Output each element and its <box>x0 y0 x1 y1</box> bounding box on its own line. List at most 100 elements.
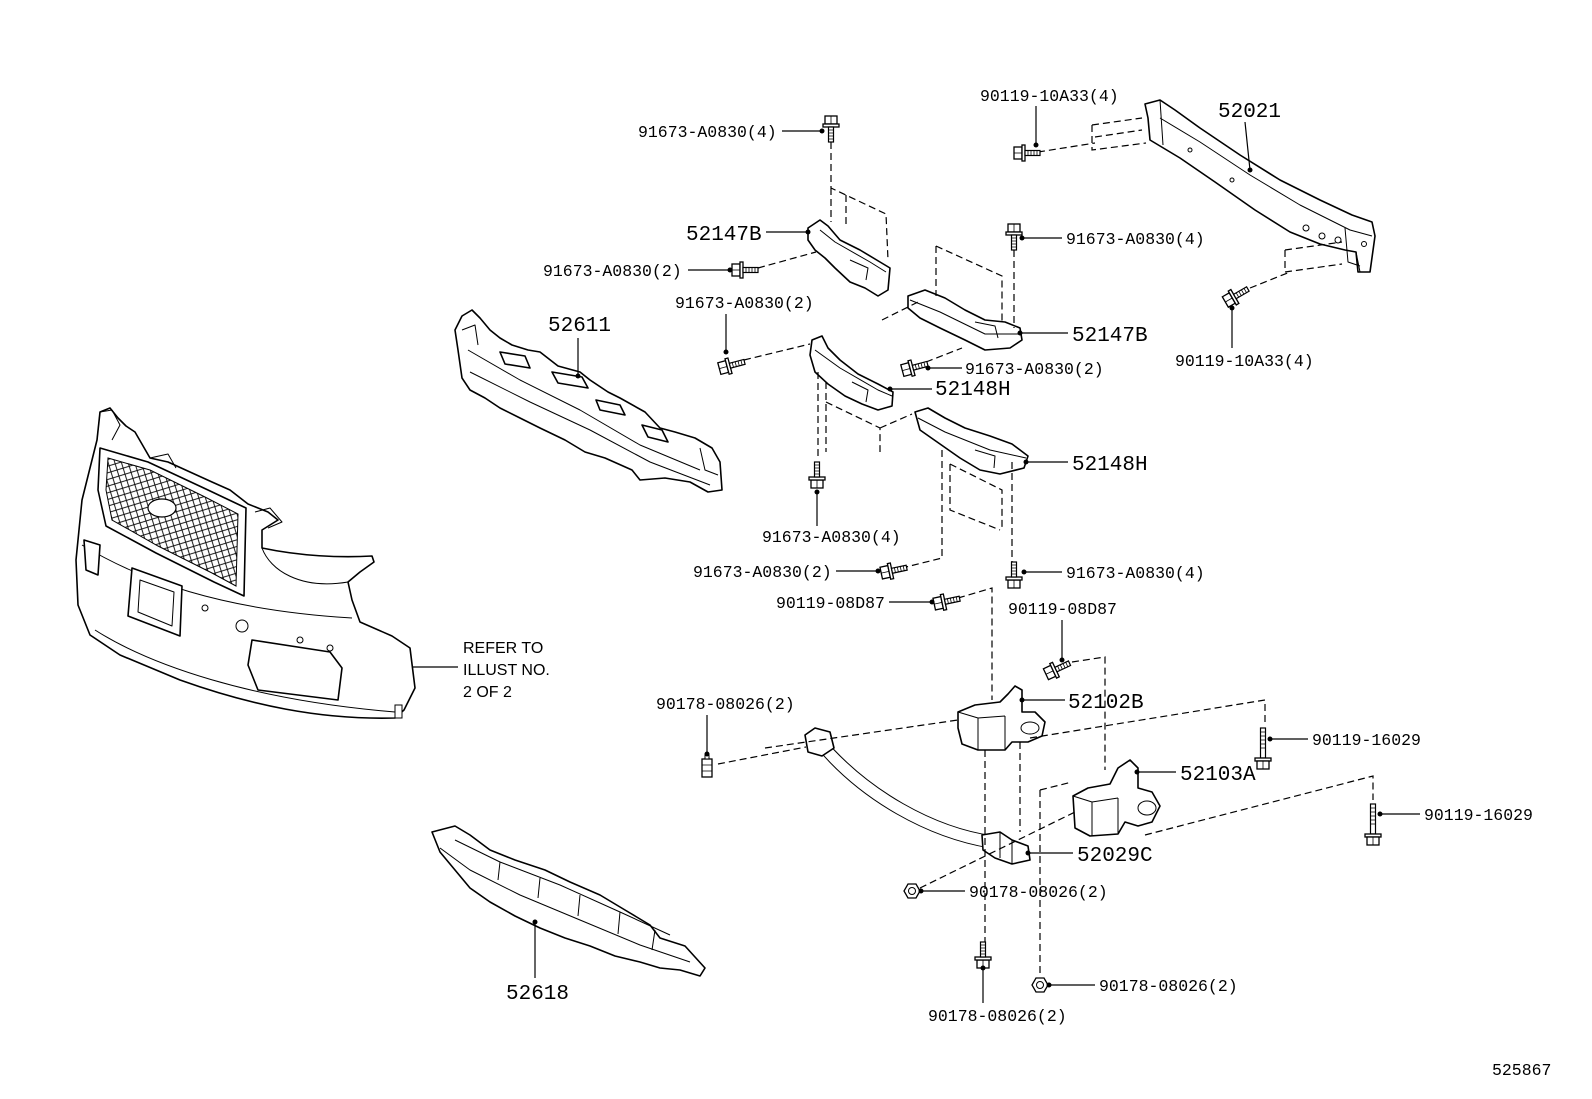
connector-detail <box>999 832 1013 864</box>
fastener-callout: 90178-08026(2) <box>656 695 795 714</box>
tow-hook-cover <box>235 619 249 633</box>
bolt-icon <box>808 461 826 489</box>
upper-energy-absorber <box>454 309 723 493</box>
bracket-detail <box>957 711 1006 750</box>
leader-dot <box>1046 982 1052 988</box>
parking-sensor <box>296 636 304 644</box>
part-number: 52147B <box>686 224 762 247</box>
fastener-callout: 90178-08026(2) <box>1099 977 1238 996</box>
leader-line <box>1244 121 1251 171</box>
fasteners <box>701 115 1382 993</box>
strap-right-connector <box>981 831 1031 865</box>
illustration-number: 525867 <box>1492 1061 1551 1080</box>
upper-absorber-rib <box>467 349 701 471</box>
fastener-callout: 90178-08026(2) <box>969 883 1108 902</box>
bracket-outline <box>957 685 1046 751</box>
part-number: 52618 <box>506 983 569 1006</box>
leader-dot <box>1023 459 1029 465</box>
bracket-outline <box>807 219 891 297</box>
reference-note: REFER TO ILLUST NO. 2 OF 2 <box>463 640 550 701</box>
leader-dot <box>1059 657 1065 663</box>
reinforcement-hole <box>1229 177 1235 183</box>
leader-dot <box>929 599 935 605</box>
leader-dot <box>1267 736 1273 742</box>
part-number-labels: 52021 52147B 52611 52147B 52148H 52148H … <box>506 101 1281 1006</box>
part-number: 52102B <box>1068 692 1144 715</box>
bumper-left-horn <box>96 409 121 441</box>
fastener-callout: 90119-16029 <box>1424 806 1533 825</box>
part-number: 52029C <box>1077 845 1153 868</box>
part-number: 52103A <box>1180 764 1256 787</box>
leader-dot <box>1377 811 1383 817</box>
leader-dot <box>704 751 710 757</box>
bolt-icon <box>1254 727 1272 770</box>
part-number: 52148H <box>1072 454 1148 477</box>
leader-dot <box>1229 305 1235 311</box>
part-number: 52147B <box>1072 325 1148 348</box>
fastener-callout: 91673-A0830(2) <box>693 563 832 582</box>
bumper-lower-nub <box>394 704 403 719</box>
leader-dot <box>1134 769 1140 775</box>
leader-dot <box>1247 167 1253 173</box>
reference-note-line: 2 OF 2 <box>463 684 512 701</box>
retainer-detail <box>814 349 893 403</box>
part-number: 52611 <box>548 315 611 338</box>
dashed-assembly-line <box>1091 117 1147 151</box>
reference-note-line: ILLUST NO. <box>463 662 550 679</box>
bolt-icon <box>878 559 909 582</box>
upper-absorber-end-detail <box>461 324 719 476</box>
strap-edge <box>819 733 995 837</box>
leader-dot <box>575 373 581 379</box>
parking-sensor <box>201 604 209 612</box>
bracket-hole <box>1137 800 1157 816</box>
clip-icon <box>701 754 713 778</box>
reinforcement-hole <box>1187 147 1193 153</box>
leader-dot <box>723 349 729 355</box>
bumper-fender-edge <box>261 547 349 585</box>
grille-emblem <box>147 498 177 518</box>
bracket-detail <box>1072 795 1119 836</box>
fog-lamp-opening <box>247 639 343 701</box>
leader-dot <box>1019 235 1025 241</box>
fastener-callout: 90119-10A33(4) <box>980 87 1119 106</box>
bumper-lower-lip <box>94 629 396 713</box>
bolt-icon <box>822 115 840 143</box>
bumper-upper-band <box>81 544 353 619</box>
dashed-assembly-line <box>984 742 1021 946</box>
leader-dot <box>1019 697 1025 703</box>
fastener-callout: 91673-A0830(4) <box>638 123 777 142</box>
bolt-icon <box>1005 561 1023 589</box>
dashed-assembly-line <box>830 142 889 261</box>
license-plate-bracket <box>127 567 183 637</box>
bolt-icon <box>1220 281 1253 310</box>
bolt-icon <box>1005 223 1023 251</box>
upper-absorber-tab <box>499 351 531 369</box>
reinforcement-right-bracket <box>1344 227 1361 273</box>
dashed-assembly-line <box>1249 241 1343 289</box>
bracket-detail <box>819 229 887 281</box>
fastener-callout: 91673-A0830(4) <box>1066 564 1205 583</box>
fastener-callout: 91673-A0830(4) <box>1066 230 1205 249</box>
fastener-callout: 91673-A0830(2) <box>965 360 1104 379</box>
retainer-detail <box>917 417 1027 469</box>
nut-icon <box>903 883 921 899</box>
fastener-callout: 90119-16029 <box>1312 731 1421 750</box>
leader-dot <box>805 229 811 235</box>
fastener-callout: 91673-A0830(2) <box>543 262 682 281</box>
fastener-callout: 90178-08026(2) <box>928 1007 1067 1026</box>
front-bumper-cover <box>75 407 416 719</box>
strap-left-connector <box>804 727 835 757</box>
left-side-opening <box>83 539 101 576</box>
retainer-52148h-upper <box>809 335 894 411</box>
bolt-icon <box>731 261 759 279</box>
fastener-callout: 91673-A0830(2) <box>675 294 814 313</box>
leader-dot <box>819 128 825 134</box>
part-number: 52021 <box>1218 101 1281 124</box>
nut-icon <box>1031 977 1049 993</box>
leader-dot <box>1021 569 1027 575</box>
retainer-52148h-lower <box>914 407 1029 475</box>
upper-absorber-tab <box>551 371 589 389</box>
dashed-assembly-line <box>1029 699 1266 739</box>
